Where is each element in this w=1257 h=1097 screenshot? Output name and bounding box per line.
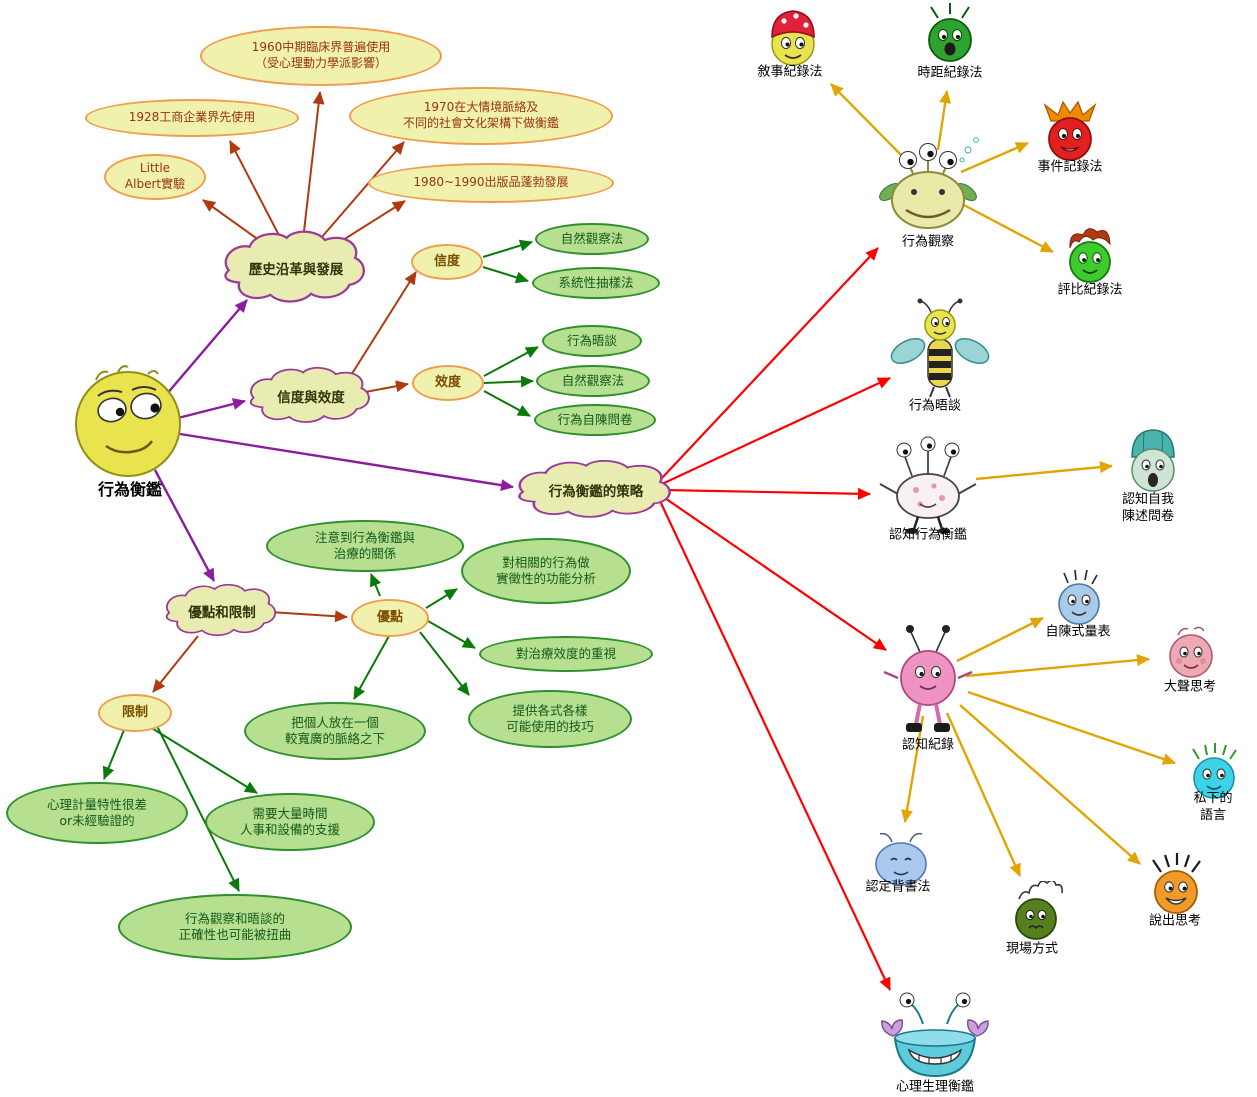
event-recording-character[interactable] (1037, 97, 1103, 167)
node-natural-observation-2[interactable]: 自然觀察法 (536, 365, 650, 397)
node-advantages[interactable]: 優點 (351, 599, 429, 637)
psychophysiological-assessment-character[interactable] (877, 988, 993, 1084)
cognitive-recording-character[interactable] (876, 622, 980, 740)
arrows-gold-cognitive-assessment-methods (975, 461, 1113, 481)
node-reliability[interactable]: 信度 (411, 244, 483, 280)
behavioral-interview-character[interactable] (886, 295, 994, 403)
arrows-red-strategies (659, 247, 891, 991)
private-speech-character[interactable] (1181, 741, 1247, 805)
cloud-pros-cons-shape[interactable] (165, 583, 277, 637)
label-endorsement-recording: 認定背書法 (865, 879, 931, 895)
label-cognitive-behavioral-assessment: 認知行為衡鑑 (888, 527, 968, 543)
endorsement-recording-character[interactable] (864, 826, 938, 888)
label-event-recording: 事件記錄法 (1037, 159, 1103, 175)
time-interval-recording-character[interactable] (917, 2, 983, 72)
node-history-1960s[interactable]: 1960中期臨床界普遍使用 （受心理動力學派影響） (200, 26, 442, 86)
label-psychophysiological-assessment: 心理生理衡鑑 (895, 1079, 975, 1095)
label-time-interval-recording: 時距紀錄法 (917, 65, 983, 81)
label-behavioral-observation: 行為觀察 (901, 234, 955, 250)
arrows-gold-cognitive-recording-methods (901, 616, 1176, 877)
node-systematic-sampling[interactable]: 系統性抽樣法 (532, 267, 660, 299)
node-lim-distortion[interactable]: 行為觀察和晤談的 正確性也可能被扭曲 (118, 894, 352, 960)
node-adv-treatment-validity[interactable]: 對治療效度的重視 (479, 636, 653, 672)
speak-out-thinking-character[interactable] (1143, 850, 1209, 918)
arrows-purple-main-branches (153, 299, 514, 582)
node-lim-resources[interactable]: 需要大量時間 人事和設備的支援 (205, 793, 375, 851)
node-history-1928[interactable]: 1928工商企業界先使用 (85, 99, 299, 137)
behavioral-assessment-root-character[interactable] (62, 364, 198, 484)
label-think-aloud: 大聲思考 (1163, 679, 1217, 695)
cognitive-behavioral-assessment-character[interactable] (868, 432, 988, 536)
arrows-green-reliability-validity-children (482, 239, 539, 417)
label-in-vivo-method: 現場方式 (1005, 941, 1059, 957)
cloud-strategies-label: 行為衡鑑的策略 (548, 484, 644, 500)
node-adv-treatment-relation[interactable]: 注意到行為衡鑑與 治療的關係 (266, 520, 464, 572)
node-little-albert[interactable]: Little Albert實驗 (104, 154, 206, 200)
node-self-report-questionnaire[interactable]: 行為自陳問卷 (534, 404, 656, 436)
rating-recording-character[interactable] (1057, 222, 1123, 292)
arrows-brown-reliability-validity (347, 271, 417, 394)
node-natural-observation-1[interactable]: 自然觀察法 (535, 223, 649, 255)
cloud-history-label: 歷史沿革與發展 (248, 262, 344, 278)
cloud-strategies-shape[interactable] (518, 459, 671, 518)
arrows-brown-history (202, 91, 406, 253)
node-limitations[interactable]: 限制 (98, 694, 172, 732)
label-self-report-scale: 自陳式量表 (1045, 624, 1111, 640)
label-cognitive-recording: 認知紀錄 (901, 737, 955, 753)
arrows-green-advantages (353, 573, 476, 700)
label-behavioral-interview: 行為晤談 (908, 398, 962, 414)
arrows-brown-pros-cons (152, 610, 348, 693)
node-history-1970s[interactable]: 1970在大情境脈絡及 不同的社會文化架構下做衡鑑 (349, 87, 613, 145)
cloud-pros-cons-label: 優點和限制 (188, 605, 256, 621)
behavioral-observation-character[interactable] (868, 130, 988, 242)
narrative-recording-character[interactable] (759, 1, 827, 71)
label-narrative-recording: 敘事紀錄法 (757, 64, 823, 80)
in-vivo-method-character[interactable] (1003, 881, 1069, 945)
node-adv-various-techniques[interactable]: 提供各式各樣 可能使用的技巧 (468, 690, 632, 748)
node-adv-functional-analysis[interactable]: 對相關的行為做 實徵性的功能分析 (461, 538, 631, 604)
cognitive-self-statement-character[interactable] (1117, 421, 1189, 503)
arrows-gold-observation-methods (830, 83, 1054, 254)
label-speak-out-thinking: 說出思考 (1148, 913, 1202, 929)
node-lim-psychometric[interactable]: 心理計量特性很差 or未經驗證的 (6, 782, 188, 844)
root-node-label[interactable]: 行為衡鑑 (97, 480, 163, 499)
label-private-speech: 私下的語言 (1193, 791, 1233, 823)
node-adv-broader-context[interactable]: 把個人放在一個 較寬廣的脈絡之下 (244, 702, 426, 760)
cloud-reliability-validity-label: 信度與效度 (277, 390, 345, 406)
cloud-reliability-validity-shape[interactable] (249, 366, 370, 423)
arrows-green-limitations (102, 723, 258, 892)
label-cognitive-self-statement: 認知自我 陳述問卷 (1121, 492, 1175, 524)
node-history-1980s[interactable]: 1980~1990出版品蓬勃發展 (368, 163, 614, 203)
label-rating-recording: 評比紀錄法 (1057, 282, 1123, 298)
think-aloud-character[interactable] (1158, 621, 1224, 685)
self-report-scale-character[interactable] (1046, 567, 1112, 633)
node-validity[interactable]: 效度 (412, 365, 484, 401)
cloud-history-shape[interactable] (224, 230, 365, 303)
node-behavioral-interview-small[interactable]: 行為晤談 (542, 325, 642, 357)
